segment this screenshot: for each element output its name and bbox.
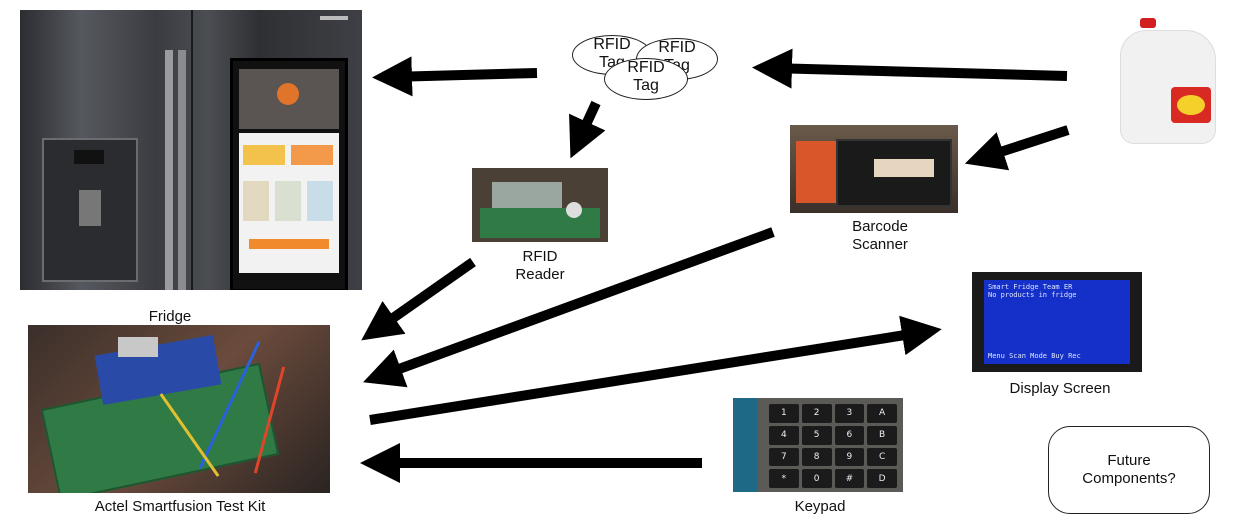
barcode-scanner-label: Barcode Scanner: [852, 218, 908, 253]
arrow-milk-to-scanner: [964, 125, 1070, 171]
arrow-tags-to-fridge: [372, 56, 538, 97]
keypad-key: C: [867, 447, 897, 467]
water-dispenser: [42, 138, 138, 282]
display-line-1: Smart Fridge Team ER: [988, 283, 1073, 291]
arrow-scanner-to-kit: [363, 227, 775, 388]
barcode-scanner-image: [790, 125, 958, 213]
fridge-image: [20, 10, 362, 290]
keypad-key: 7: [769, 447, 799, 467]
fridge-handle-left: [165, 50, 173, 290]
arrow-milk-to-tags: [752, 48, 1068, 89]
test-kit-image: [28, 325, 330, 493]
rfid-tag-bubble-3: RFID Tag: [604, 58, 688, 100]
keypad-key: 0: [801, 469, 832, 488]
future-components-box: Future Components?: [1048, 426, 1210, 514]
keypad-key: 4: [769, 425, 799, 445]
fridge-brand-logo: [320, 16, 348, 20]
arrow-rfid-reader-to-kit: [361, 257, 476, 341]
display-screen-image: Smart Fridge Team ER No products in frid…: [972, 272, 1142, 372]
keypad-key: 2: [801, 404, 832, 423]
keypad-key: 9: [834, 447, 865, 467]
fridge-touchscreen: [230, 58, 348, 290]
arrow-tags-to-rfid-reader: [569, 100, 606, 159]
display-footer: Menu Scan Mode Buy Rec: [988, 352, 1081, 360]
keypad-label: Keypad: [794, 498, 846, 515]
keypad-key: D: [867, 469, 897, 488]
keypad-key: A: [867, 404, 897, 423]
keypad-key: 3: [834, 404, 865, 423]
test-kit-label: Actel Smartfusion Test Kit: [94, 498, 266, 515]
arrow-kit-to-display: [369, 315, 942, 425]
keypad-key: 1: [769, 404, 799, 423]
keypad-key: *: [769, 469, 799, 488]
keypad-key: B: [867, 425, 897, 445]
display-screen-label: Display Screen: [1009, 380, 1111, 397]
fridge-label: Fridge: [148, 308, 192, 325]
rfid-reader-image: [472, 168, 608, 242]
keypad-key: 8: [801, 447, 832, 467]
display-line-2: No products in fridge: [988, 291, 1077, 299]
rfid-reader-label: RFID Reader: [515, 248, 565, 283]
keypad-key: 5: [801, 425, 832, 445]
keypad-key: 6: [834, 425, 865, 445]
fridge-door-seam: [191, 10, 193, 290]
fridge-handle-right: [178, 50, 186, 290]
keypad-key: #: [834, 469, 865, 488]
milk-jug-image: [1112, 18, 1222, 146]
